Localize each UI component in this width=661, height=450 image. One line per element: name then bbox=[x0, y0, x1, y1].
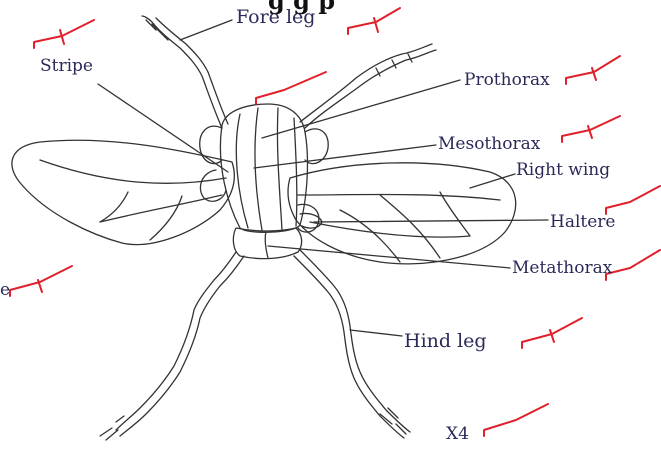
label-magnification: X4 bbox=[446, 424, 469, 444]
label-hind-leg: Hind leg bbox=[404, 330, 487, 352]
right-hind-leg bbox=[300, 250, 410, 432]
label-right-wing: Right wing bbox=[516, 160, 610, 180]
label-fore-leg: Fore leg bbox=[236, 6, 315, 28]
leader-mesothorax bbox=[254, 145, 436, 168]
label-stripe: Stripe bbox=[40, 56, 93, 76]
leader-right-wing bbox=[470, 174, 515, 188]
label-prothorax: Prothorax bbox=[464, 70, 550, 90]
leader-hind-leg bbox=[350, 330, 402, 336]
label-mesothorax: Mesothorax bbox=[438, 134, 540, 154]
label-haltere: Haltere bbox=[550, 212, 615, 232]
leader-prothorax bbox=[262, 80, 460, 138]
label-left-edge-fragment: e bbox=[0, 280, 10, 300]
leader-fore-leg bbox=[180, 20, 232, 40]
label-metathorax: Metathorax bbox=[512, 258, 612, 278]
right-fore-leg bbox=[300, 44, 432, 122]
left-fore-leg bbox=[142, 16, 222, 128]
leader-haltere bbox=[314, 220, 548, 222]
left-hind-leg bbox=[116, 252, 236, 430]
